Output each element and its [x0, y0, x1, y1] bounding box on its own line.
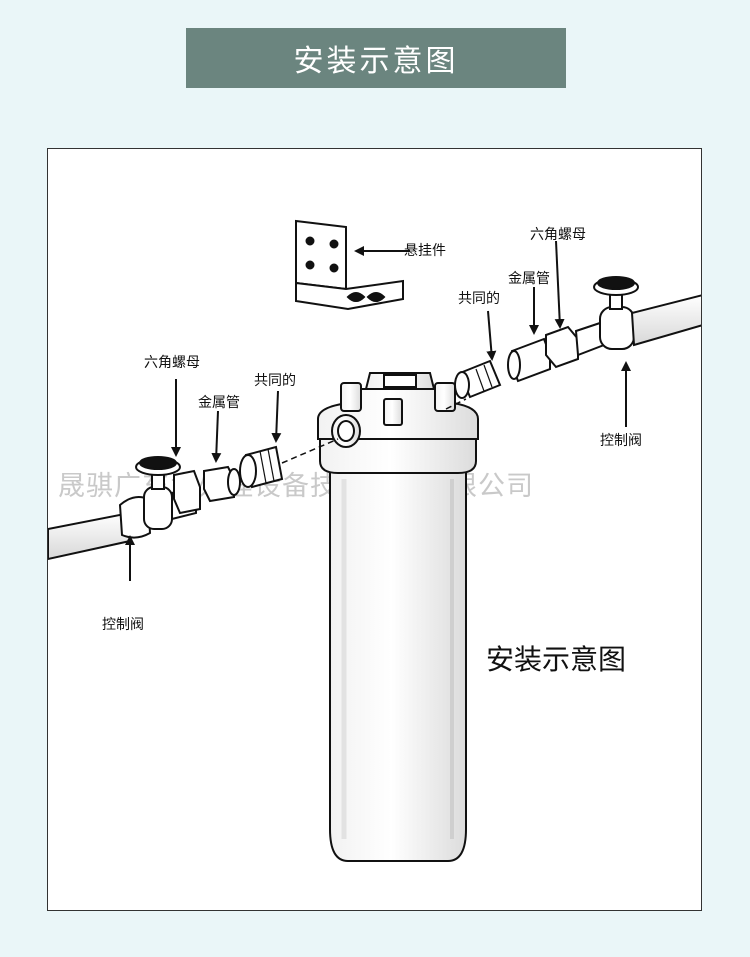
right-metal-pipe-drawing — [507, 337, 551, 383]
diagram-caption: 安装示意图 — [486, 643, 626, 676]
right-common-fitting-drawing — [454, 359, 502, 399]
label-left-metal-pipe: 金属管 — [198, 395, 240, 411]
right-supply-pipe — [630, 294, 701, 347]
label-right-metal-pipe: 金属管 — [508, 271, 550, 287]
label-right-common: 共同的 — [458, 291, 500, 307]
page-title: 安装示意图 — [186, 28, 566, 88]
installation-diagram-panel: 晟骐广东水处理设备技术开发有限公司 — [47, 148, 702, 911]
right-control-valve — [574, 276, 639, 357]
right-connection-dash — [445, 398, 467, 410]
right-hex-nut-drawing — [545, 325, 579, 369]
label-bracket: 悬挂件 — [404, 243, 446, 259]
left-connection-dash — [281, 438, 339, 464]
left-metal-pipe-drawing — [203, 465, 241, 503]
label-right-valve: 控制阀 — [600, 433, 642, 449]
label-left-common: 共同的 — [254, 373, 296, 389]
callout-arrows — [125, 240, 631, 581]
left-common-fitting-drawing — [239, 445, 284, 489]
filter-housing — [317, 372, 479, 862]
bracket-drawing — [295, 219, 404, 311]
left-hex-nut-drawing — [173, 469, 201, 515]
label-left-hex-nut: 六角螺母 — [144, 355, 200, 371]
installation-diagram: 晟骐广东水处理设备技术开发有限公司 — [48, 219, 701, 862]
left-supply-pipe — [48, 511, 131, 561]
label-right-hex-nut: 六角螺母 — [530, 227, 586, 243]
label-left-valve: 控制阀 — [102, 617, 144, 633]
